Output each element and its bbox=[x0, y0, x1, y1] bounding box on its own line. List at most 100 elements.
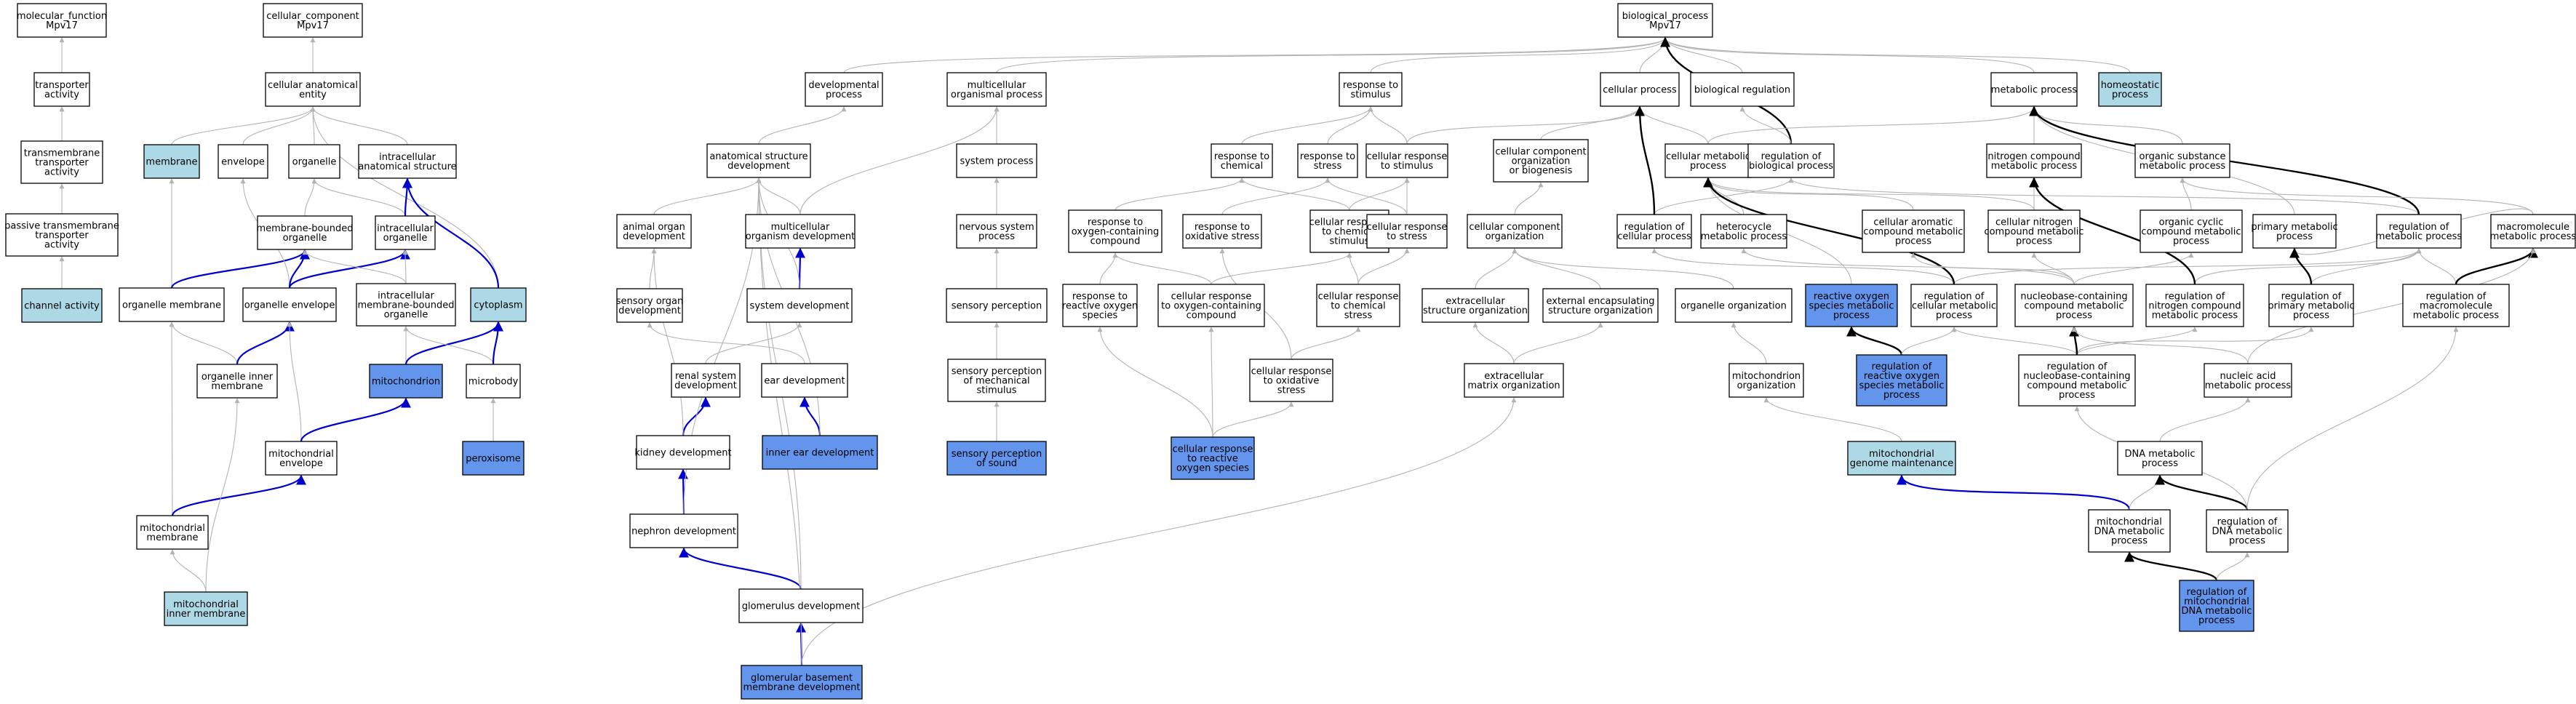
node-label-line: sensory perception bbox=[952, 449, 1042, 460]
node-label-line: organism development bbox=[746, 231, 855, 242]
go-term-node-peroxisome[interactable]: peroxisome bbox=[462, 441, 525, 476]
go-term-node-gd[interactable]: glomerulus development bbox=[738, 588, 864, 623]
node-label-line: activity bbox=[44, 89, 79, 100]
edge-is-a-eeso-to-cco bbox=[1512, 248, 1601, 289]
go-term-node-envelope[interactable]: envelope bbox=[218, 144, 268, 179]
go-term-node-membrane[interactable]: membrane bbox=[143, 144, 200, 179]
go-term-node-cytoplasm[interactable]: cytoplasm bbox=[470, 287, 527, 322]
go-term-node-channel[interactable]: channel activity bbox=[21, 288, 103, 323]
node-label-line: cellular process bbox=[1617, 231, 1691, 242]
go-term-node-ead[interactable]: ear development bbox=[761, 363, 848, 398]
go-term-node-oo[interactable]: organelle organization bbox=[1675, 288, 1793, 323]
go-term-node-mitochondrion[interactable]: mitochondrion bbox=[369, 364, 443, 399]
go-term-node-sysproc[interactable]: system process bbox=[956, 143, 1037, 178]
edge-regulates-rmdnamp-to-mdnamp bbox=[2124, 551, 2218, 581]
go-term-node-ronbccmp[interactable]: regulation ofnucleobase-containingcompou… bbox=[2018, 354, 2136, 407]
go-term-node-organelle[interactable]: organelle bbox=[288, 144, 340, 179]
go-term-node-br[interactable]: biological regulation bbox=[1690, 72, 1795, 107]
go-term-node-org-envelope[interactable]: organelle envelope bbox=[242, 287, 337, 322]
go-term-node-microbody[interactable]: microbody bbox=[466, 364, 521, 399]
go-term-node-nd[interactable]: nephron development bbox=[629, 513, 738, 548]
go-term-node-sysdev[interactable]: system development bbox=[746, 288, 853, 323]
go-term-node-sp[interactable]: sensory perception bbox=[946, 288, 1048, 323]
go-term-node-kd[interactable]: kidney development bbox=[634, 435, 732, 470]
go-term-node-mp[interactable]: metabolic process bbox=[1990, 72, 2078, 107]
go-term-node-cp[interactable]: cellular process bbox=[1600, 72, 1680, 107]
go-term-node-ied[interactable]: inner ear development bbox=[762, 435, 878, 470]
go-term-node-org-membrane[interactable]: organelle membrane bbox=[119, 287, 225, 322]
